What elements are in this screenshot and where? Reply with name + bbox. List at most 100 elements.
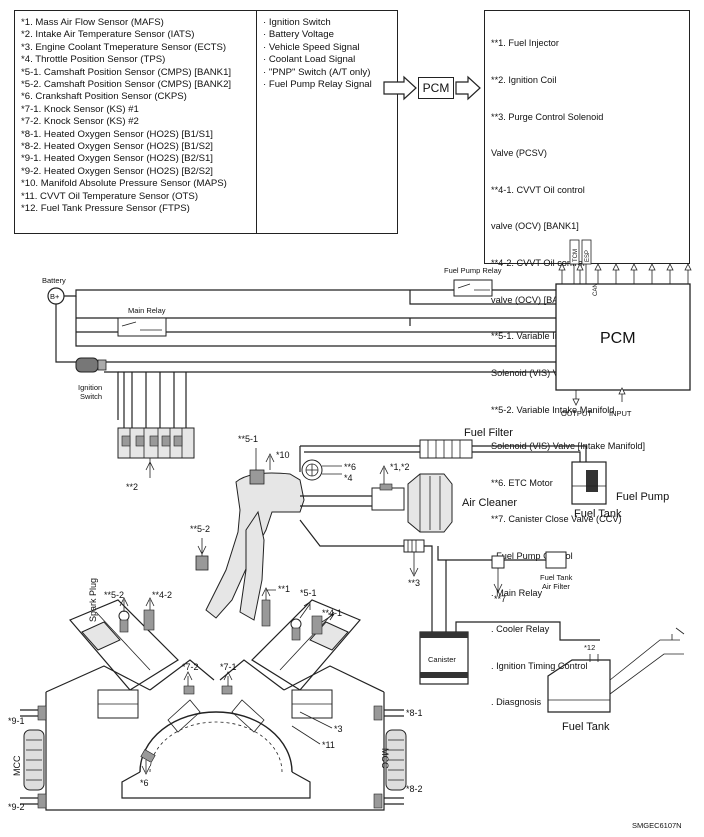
vis-manifold-arrow [197,538,207,556]
output-label: OUTPUT [561,409,592,418]
actuator-item: . Ignition Timing Control [491,660,588,671]
callout-etc: **6 [344,462,356,472]
air-cleaner-label: Air Cleaner [462,497,517,509]
callout-ccv: **7 [494,594,506,604]
main-relay-label: Main Relay [128,306,166,315]
ckps-arrow [141,760,151,775]
sensor-item: *9-2. Heated Oxygen Sensor (HO2S) [B2/S2… [21,165,213,177]
ocv-bank1-valve [311,615,323,635]
callout-ho2s-92: *9-2 [8,802,25,812]
pcsv-arrow [409,552,419,577]
pcm-io-lines [575,390,623,402]
ocv2-arrow [145,597,155,610]
signal-list: · Ignition Switch · Battery Voltage · Ve… [263,17,372,91]
sensor-item: *5-1. Camshaft Position Sensor (CMPS) [B… [21,66,232,78]
actuator-item: **6. ETC Motor [491,477,553,488]
callout-ocv2: **4-2 [152,590,172,600]
cmps-bank1-sensor [290,618,302,641]
etc-throttle-icon [301,459,323,481]
callout-ho2s-91: *9-1 [8,716,25,726]
sensor-item: *7-1. Knock Sensor (KS) #1 [21,103,139,115]
callout-ign-coil: **2 [126,482,138,492]
pcm-flow-box: PCM [418,77,454,99]
can-lines [573,264,587,284]
callout-pcsv: **3 [408,578,420,588]
actuator-item: **5-2. Variable Intake Manifold [491,404,615,415]
mcc-right-label: MCC [380,748,390,769]
signal-item: · Coolant Load Signal [263,54,356,66]
sensor-item: *4. Throttle Position Sensor (TPS) [21,54,166,66]
fuel-tank-bottom-label: Fuel Tank [562,721,610,733]
callout-ks2: *7-2 [182,662,199,672]
intake-duct [300,495,372,507]
mafs-sensor [371,483,405,511]
callout-maps: *10 [276,450,290,460]
ignition-coil-pack [117,427,195,459]
mcc-left-label: MCC [12,755,22,776]
signal-item: · "PNP" Switch (A/T only) [263,66,371,78]
air-cleaner-icon [407,473,453,533]
ks1-arrow [223,671,233,686]
callout-mafs: *1,*2 [390,462,410,472]
callout-vis-surge: **5-1 [238,434,258,444]
callout-cmps1: *5-1 [300,588,317,598]
injector-arrow [261,587,276,600]
signal-item: · Ignition Switch [263,17,331,28]
ocv-bank2-valve [143,609,155,631]
sensor-item: *1. Mass Air Flow Sensor (MAFS) [21,17,164,28]
fuel-pump-tank-icon [571,461,607,505]
fuel-pump-label: Fuel Pump [616,491,669,503]
ignition-switch-label-2: Switch [80,392,102,401]
fuel-tank-top-label: Fuel Tank [574,508,622,520]
esp-box [581,239,592,265]
sensor-item: *2. Intake Air Temperature Sensor (IATS) [21,29,195,41]
callout-ots: *11 [322,740,335,750]
ccv-valve [491,555,505,569]
knock-sensor-2 [183,685,195,695]
purge-line [299,519,600,641]
intake-manifold [205,472,305,621]
main-relay-contact [121,321,162,331]
callout-ocv1: **4-1 [322,608,342,618]
fuel-filter-label: Fuel Filter [464,427,513,439]
esp-label: ESP [585,250,591,262]
actuator-item: . Main Relay [491,587,543,598]
cmps2-arrow [119,597,129,612]
sensor-item: *10. Manifold Absolute Pressure Sensor (… [21,178,227,190]
fuel-pump-relay-label: Fuel Pump Relay [444,266,502,275]
signal-item: · Fuel Pump Relay Signal [263,79,372,91]
main-relay [117,317,167,337]
battery-symbol: B+ [50,292,60,301]
callout-ho2s-82: *8-2 [406,784,423,794]
sensor-item: *11. CVVT Oil Temperature Sensor (OTS) [21,190,199,202]
ignition-switch-icon [75,357,107,373]
injector-icon [261,599,271,627]
callout-ckps: *6 [140,778,149,788]
fuel-tank-air-filter-label-1: Fuel Tank [540,573,573,582]
vis-valve-manifold [195,555,209,571]
callout-ks1: *7-1 [220,662,237,672]
actuator-item: **5-1. Variable Intake Manifold [491,331,615,342]
fuel-pump-relay-contact [457,283,490,291]
flow-arrow-in [383,75,417,101]
actuator-item: valve (OCV) [BANK2] [491,294,579,305]
ftps-sensor [589,654,599,662]
ignition-switch-label-1: Ignition [78,383,102,392]
sensor-box-divider [256,11,257,233]
sensor-item: *6. Crankshaft Position Sensor (CKPS) [21,91,187,103]
sensor-item: *8-2. Heated Oxygen Sensor (HO2S) [B1/S2… [21,141,213,153]
sensor-item: *8-1. Heated Oxygen Sensor (HO2S) [B1/S1… [21,128,213,140]
signal-item: · Battery Voltage [263,29,334,41]
actuator-item: . Diasgnosis [491,697,542,708]
ots-leader [291,725,321,745]
sensor-list: *1. Mass Air Flow Sensor (MAFS) *2. Inta… [21,17,231,216]
cmps1-arrow [299,601,311,619]
sensor-item: *5-2. Camshaft Position Sensor (CMPS) [B… [21,79,232,91]
battery-label: Battery [42,276,66,285]
maps-arrow [265,453,275,470]
actuator-item: **3. Purge Control Solenoid [491,111,604,122]
sensor-item: *3. Engine Coolant Tmeperature Sensor (E… [21,41,227,53]
fuel-tank-air-filter-label-2: Air Filter [542,582,570,591]
signal-item: · Vehicle Speed Signal [263,41,360,53]
